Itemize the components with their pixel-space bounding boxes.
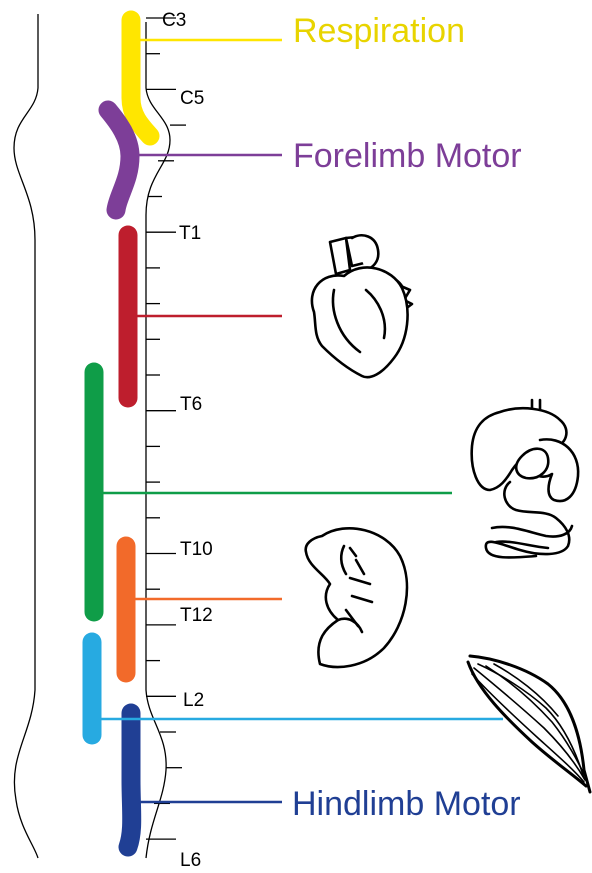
segment-label-t10: T10 [180, 539, 213, 560]
forelimb-motor-bar [108, 110, 130, 210]
segment-label-c5: C5 [180, 88, 204, 109]
segment-label-c3: C3 [162, 10, 186, 31]
hindlimb-motor-label: Hindlimb Motor [292, 785, 521, 823]
segment-label-l6: L6 [180, 850, 201, 871]
cord-left-edge [14, 14, 38, 858]
segment-label-t12: T12 [180, 605, 213, 626]
muscle-icon [468, 656, 590, 792]
forelimb-motor-label: Forelimb Motor [293, 137, 522, 175]
hindlimb-motor-bar [128, 713, 132, 847]
segment-label-t1: T1 [179, 223, 201, 244]
innervation-bars [92, 20, 150, 847]
segment-label-t6: T6 [180, 394, 202, 415]
respiration-bar [131, 20, 150, 136]
kidney-icon [306, 528, 407, 667]
digestive-tract-icon [472, 400, 578, 558]
heart-icon [312, 235, 412, 377]
respiration-label: Respiration [293, 12, 465, 50]
segment-label-l2: L2 [183, 690, 204, 711]
